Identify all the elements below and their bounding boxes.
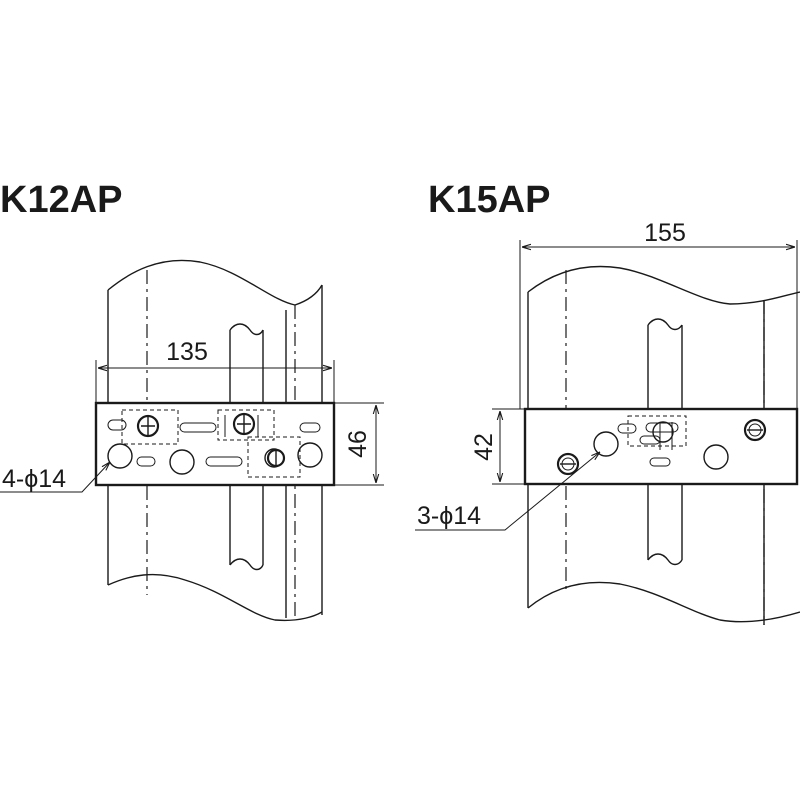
k12ap-bolts [136,412,286,468]
k15ap-hole [593,431,619,457]
k12ap-mounting-plate [94,401,336,487]
k12ap-height-label: 46 [344,430,372,458]
k12ap-title: K12AP [0,179,123,221]
k12ap-width-label: 135 [166,338,208,366]
k12ap-drawing: K12AP [0,179,384,622]
k15ap-title: K15AP [428,179,551,221]
k15ap-height-label: 42 [470,433,498,461]
k12ap-plate-details [107,409,321,478]
k15ap-hole [703,444,729,470]
k12ap-holes-label: 4-ϕ14 [2,465,66,493]
k12ap-hole-callout: 4-ϕ14 [0,462,110,493]
k12ap-holes [107,442,323,475]
k15ap-drawing: K15AP [415,179,800,625]
k15ap-width-label: 155 [644,219,686,247]
k15ap-holes [593,421,729,470]
k12ap-width-dimension: 135 [95,338,335,403]
k15ap-width-dimension: 155 [519,219,798,409]
k12ap-hole [107,443,133,469]
k12ap-hole [169,449,195,475]
k15ap-bolts [556,418,767,476]
k15ap-holes-label: 3-ϕ14 [417,502,481,530]
k15ap-plate-details [617,415,687,467]
k12ap-height-dimension: 46 [334,402,384,486]
k15ap-height-dimension: 42 [470,408,525,485]
k15ap-hole [652,421,674,443]
k15ap-hole-callout: 3-ϕ14 [415,452,600,531]
k12ap-hole [297,442,323,468]
